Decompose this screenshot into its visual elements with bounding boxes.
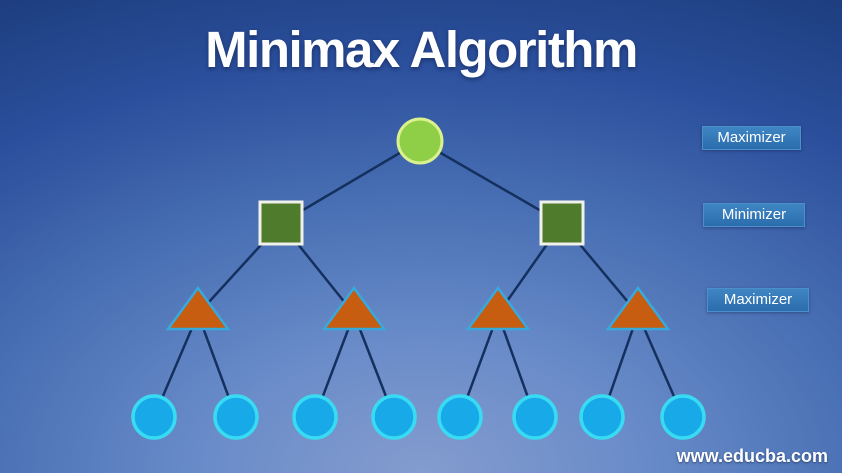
- leaf-node-l3: [292, 394, 338, 440]
- tree-edge: [418, 139, 564, 225]
- leaf-node-l8: [660, 394, 706, 440]
- leaf-node-l6: [512, 394, 558, 440]
- minimizer-label: Minimizer: [703, 203, 805, 227]
- watermark: www.educba.com: [676, 446, 828, 466]
- tree-nodes: [131, 117, 706, 440]
- maximizer-label-top: Maximizer: [702, 126, 801, 150]
- maximizer-node-t2: [321, 285, 387, 331]
- leaf-node-l1: [131, 394, 177, 440]
- leaf-node-l4: [371, 394, 417, 440]
- leaf-node-l2: [213, 394, 259, 440]
- leaf-node-l5: [437, 394, 483, 440]
- maximizer-node-t1: [165, 285, 231, 331]
- minimizer-node-s2: [539, 200, 585, 246]
- tree-edge: [279, 139, 422, 225]
- maximizer-node-t3: [465, 285, 531, 331]
- maximizer-label-bottom: Maximizer: [707, 288, 809, 312]
- leaf-node-l7: [579, 394, 625, 440]
- root-node-root: [396, 117, 444, 165]
- tree-edges: [152, 139, 685, 419]
- maximizer-node-t4: [605, 285, 671, 331]
- minimizer-node-s1: [258, 200, 304, 246]
- page-title: Minimax Algorithm: [205, 21, 638, 78]
